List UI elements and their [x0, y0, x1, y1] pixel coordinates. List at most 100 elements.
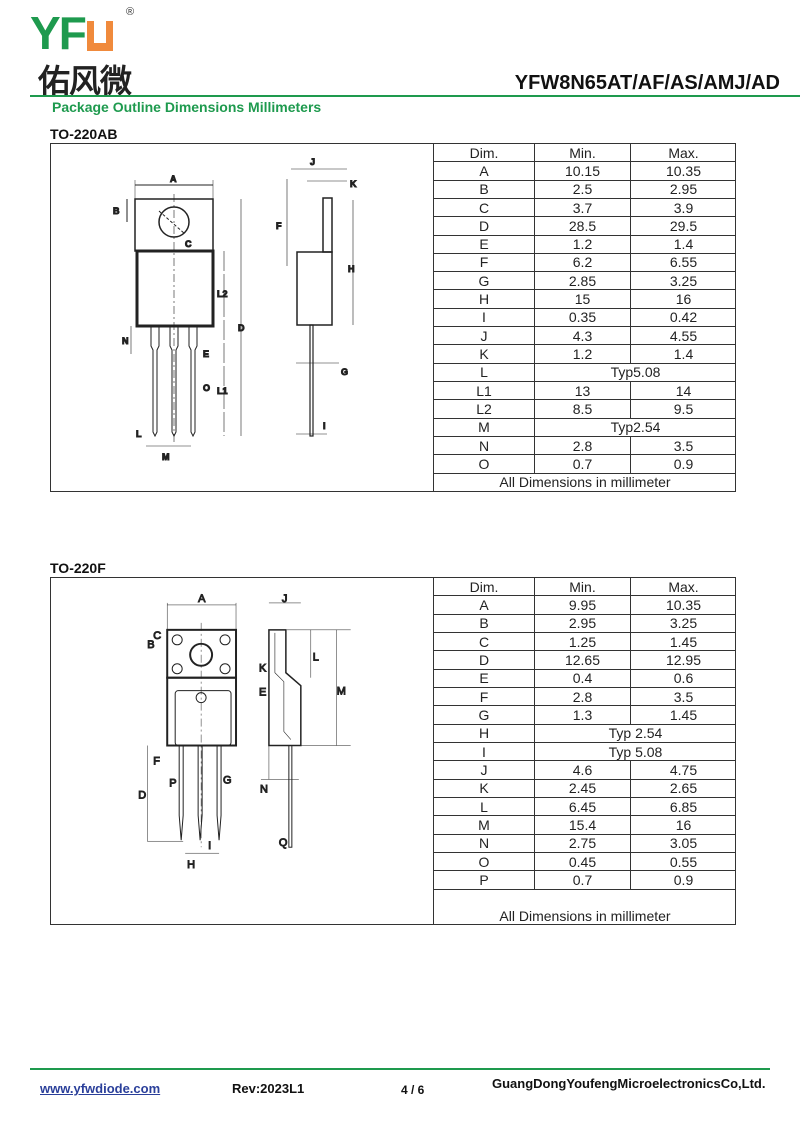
table-cell: M — [433, 417, 535, 437]
table-cell: F — [433, 252, 535, 273]
side-view — [286, 168, 354, 437]
logo-chinese-name: 佑风微 — [38, 62, 132, 100]
table-cell: Typ 5.08 — [534, 742, 736, 762]
table-cell: 2.95 — [630, 179, 736, 199]
table-cell: 13 — [534, 381, 631, 401]
dim-label: N — [260, 783, 268, 795]
dim-label: A — [170, 174, 177, 184]
dim-label: N — [122, 336, 129, 346]
table-cell: M — [433, 815, 535, 835]
table-cell: 0.7 — [534, 454, 631, 474]
table-cell: 10.15 — [534, 161, 631, 181]
dim-label: D — [238, 323, 245, 333]
table-cell: 3.7 — [534, 197, 631, 218]
table-cell: 4.3 — [534, 326, 631, 346]
table-cell: A — [433, 595, 535, 615]
table-cell: 8.5 — [534, 399, 631, 419]
table-cell: 6.85 — [630, 797, 736, 817]
dim-label: C — [185, 239, 192, 249]
website-link[interactable]: www.yfwdiode.com — [40, 1081, 161, 1096]
table-cell: Max. — [630, 578, 736, 597]
front-view — [126, 180, 242, 447]
dimension-labels: A B C D L2 L1 N E O L M J K F H G I — [113, 157, 358, 463]
table-cell: 0.7 — [534, 870, 631, 890]
package-box-to220ab: A B C D L2 L1 N E O L M J K F H G I — [50, 143, 736, 492]
table-cell: 15.4 — [534, 815, 631, 835]
part-number-title: YFW8N65AT/AF/AS/AMJ/AD — [514, 72, 780, 94]
table-footer-row: All Dimensions in millimeter — [433, 472, 736, 491]
table-cell: Max. — [630, 144, 736, 163]
table-cell: 3.05 — [630, 833, 736, 854]
registered-mark: ® — [126, 6, 135, 18]
table-cell: 6.2 — [534, 252, 631, 273]
table-cell: J — [433, 760, 535, 780]
dim-label: B — [113, 206, 120, 216]
table-cell: 1.2 — [534, 234, 631, 254]
dim-label: P — [169, 777, 176, 789]
table-cell: 0.42 — [630, 307, 736, 328]
table-cell: 14 — [630, 381, 736, 401]
table-cell: 2.8 — [534, 687, 631, 707]
dim-label: J — [282, 593, 287, 605]
table-cell: 1.2 — [534, 344, 631, 364]
table-cell: Dim. — [433, 144, 535, 163]
table-cell: 0.9 — [630, 870, 736, 890]
table-cell: E — [433, 668, 535, 689]
table-cell: 0.55 — [630, 852, 736, 872]
table-cell: N — [433, 435, 535, 456]
table-cell: Typ 2.54 — [534, 723, 736, 744]
table-cell: 16 — [630, 815, 736, 835]
table-cell: O — [433, 852, 535, 872]
table-cell: F — [433, 687, 535, 707]
table-cell: 0.35 — [534, 307, 631, 328]
dim-label: E — [203, 349, 209, 359]
dim-label: G — [341, 367, 348, 377]
table-cell: L1 — [433, 381, 535, 401]
table-cell: 2.95 — [534, 613, 631, 634]
dim-label: L — [136, 429, 142, 439]
company-logo: YF ® 佑风微 — [30, 6, 135, 100]
revision: Rev:2023L1 — [232, 1081, 305, 1096]
table-cell: 3.25 — [630, 613, 736, 634]
table-cell: 10.35 — [630, 161, 736, 181]
table-cell: N — [433, 833, 535, 854]
table-cell: 2.85 — [534, 271, 631, 291]
dim-label: E — [259, 687, 266, 699]
table-cell: 9.95 — [534, 595, 631, 615]
table-cell: G — [433, 705, 535, 725]
footer-divider — [30, 1068, 770, 1070]
side-view — [260, 602, 351, 848]
table-cell: 28.5 — [534, 216, 631, 236]
package-title: TO-220AB — [50, 126, 118, 142]
table-cell: All Dimensions in millimeter — [433, 889, 736, 924]
table-header-row: Dim.Min.Max. — [433, 578, 736, 597]
table-cell: 6.45 — [534, 797, 631, 817]
table-cell: 0.45 — [534, 852, 631, 872]
table-cell: 1.3 — [534, 705, 631, 725]
table-cell: K — [433, 778, 535, 799]
table-cell: 15 — [534, 289, 631, 309]
table-cell: 3.5 — [630, 435, 736, 456]
table-cell: 1.25 — [534, 631, 631, 652]
table-cell: 0.4 — [534, 668, 631, 689]
table-cell: 1.45 — [630, 705, 736, 725]
table-cell: I — [433, 307, 535, 328]
